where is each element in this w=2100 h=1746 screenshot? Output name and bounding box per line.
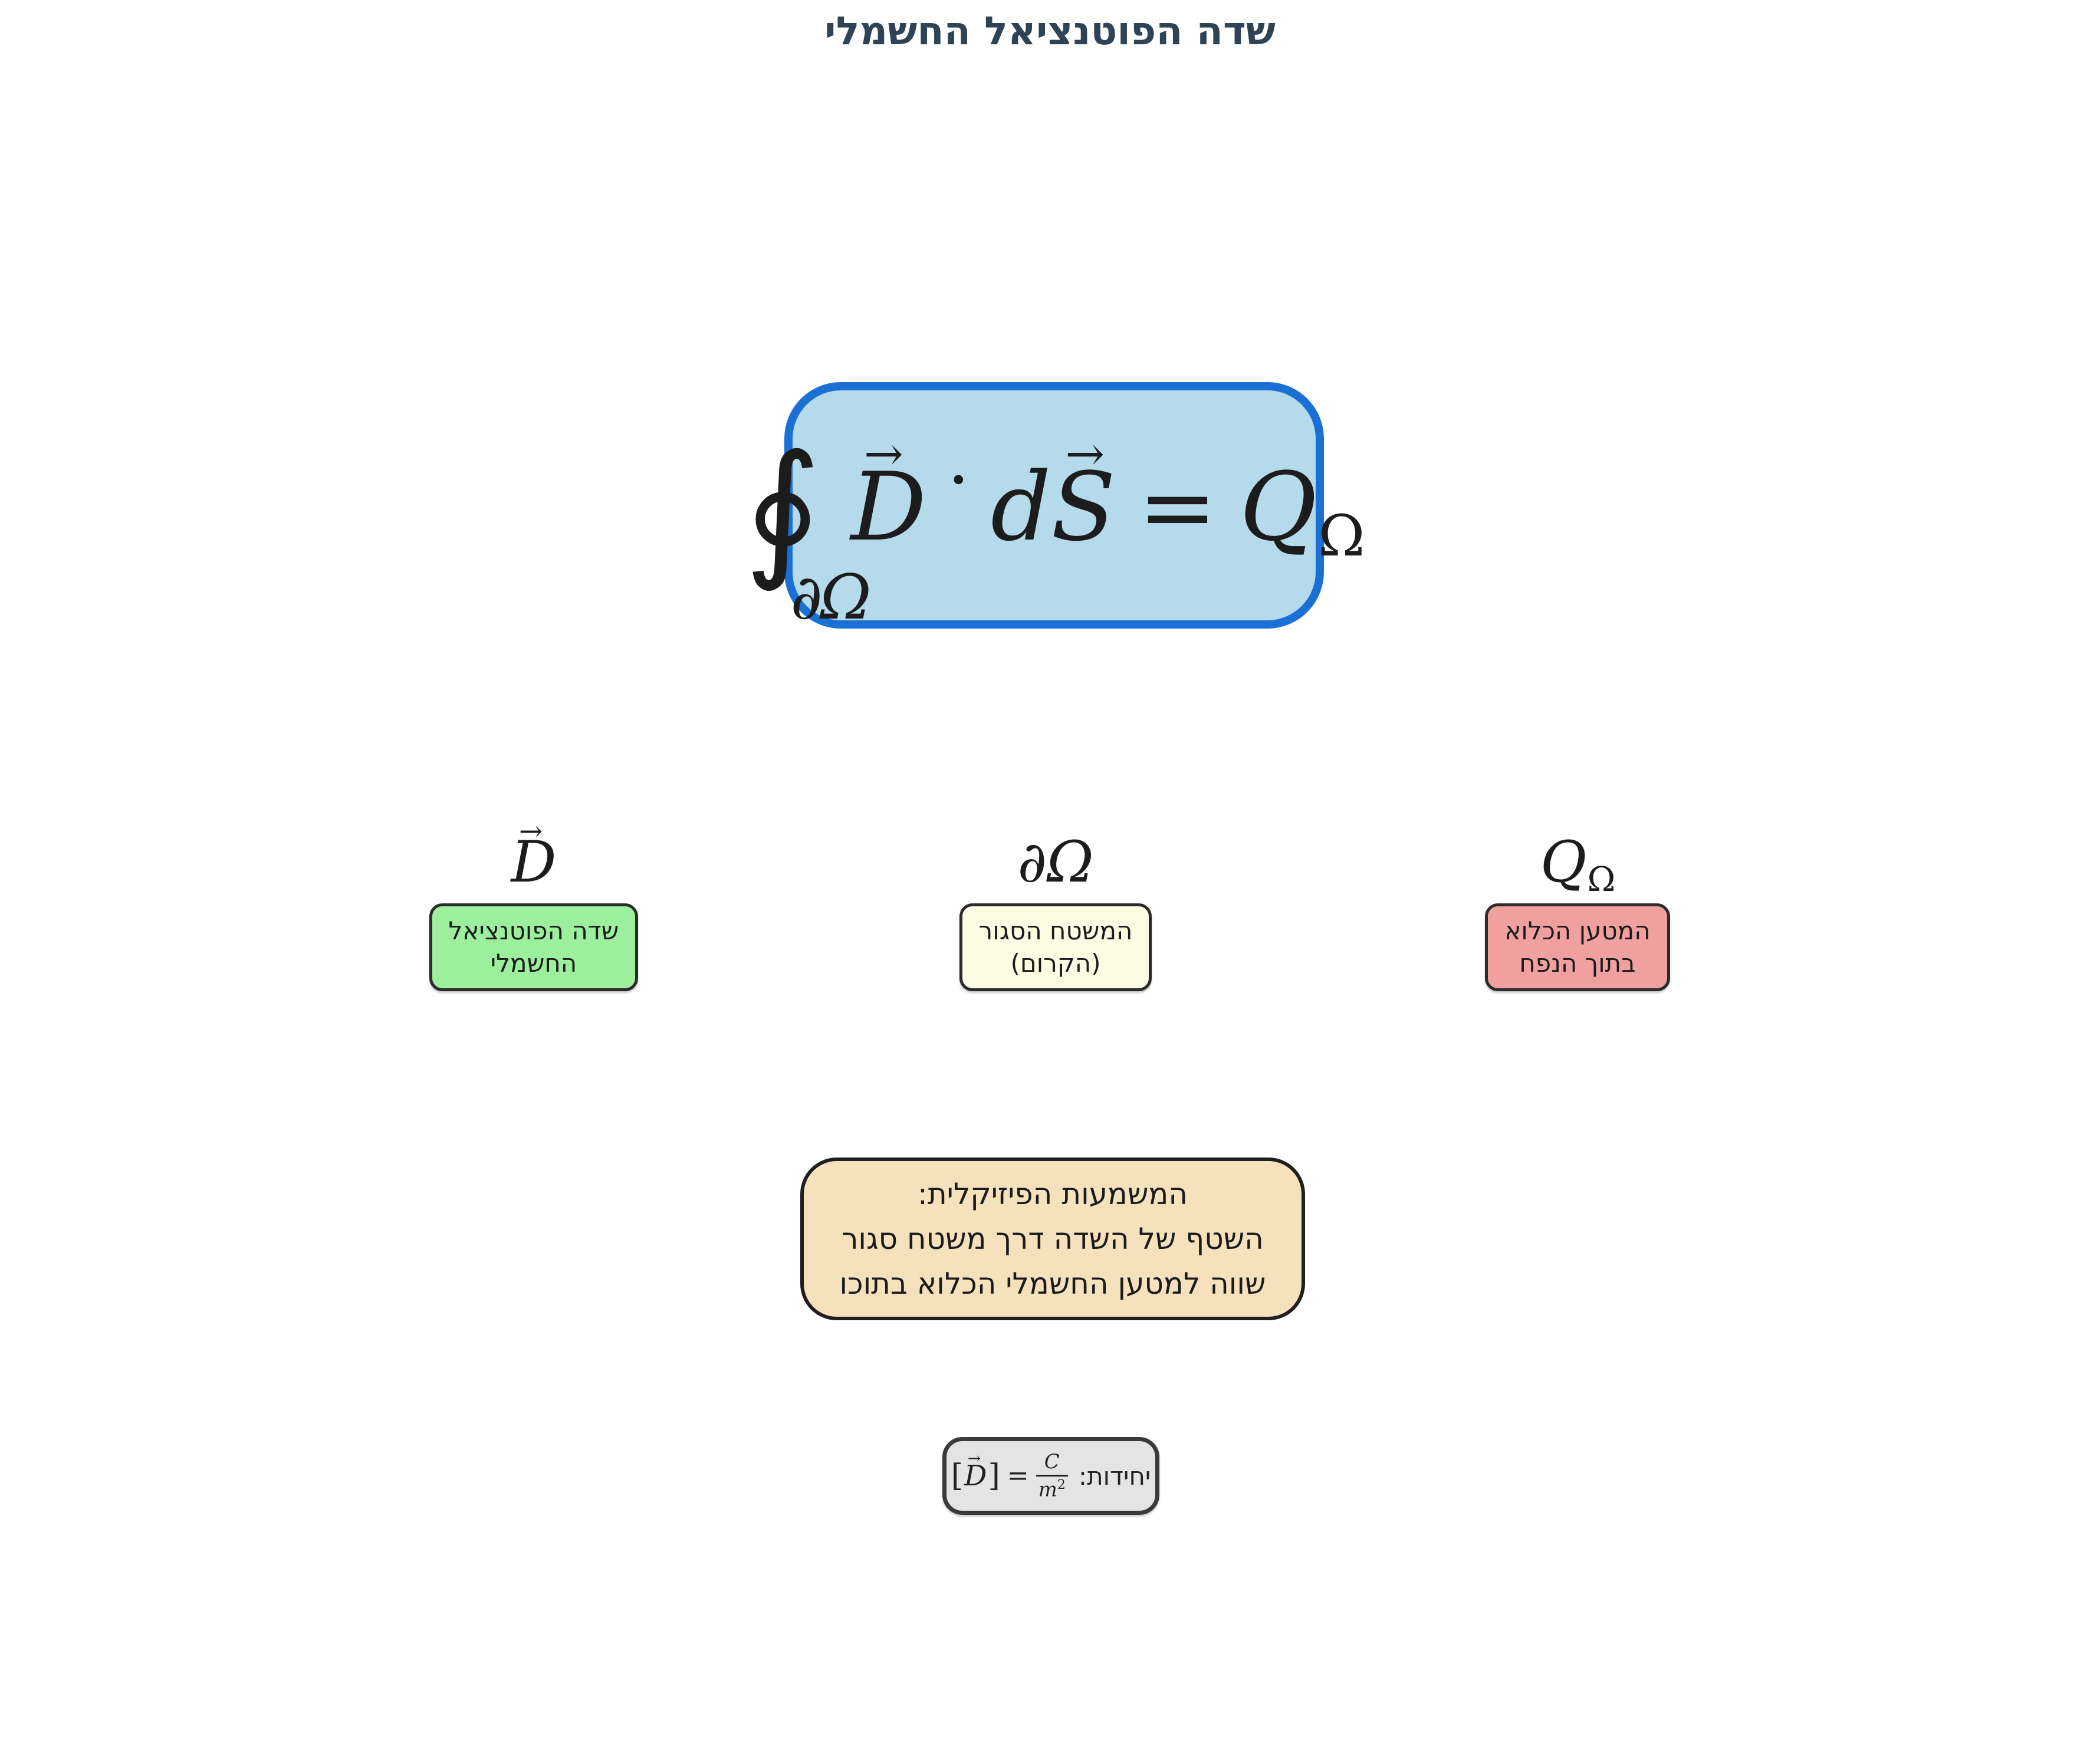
charge-symbol-group: QΩ: [1540, 834, 1616, 896]
page-title: שדה הפוטנציאל החשמלי: [824, 8, 1276, 54]
term-charge-symbol: QΩ: [1389, 807, 1766, 896]
denominator-base: m: [1038, 1478, 1057, 1502]
term-charge-label-line2: בתוך הנפח: [1519, 949, 1636, 978]
term-field-symbol: → D: [345, 807, 722, 890]
field-letter: D: [511, 829, 557, 895]
charge-letter-subscript: Ω: [1587, 860, 1616, 900]
enclosed-charge-term: QΩ: [1240, 460, 1365, 564]
contour-integral-symbol: ∮: [744, 423, 821, 594]
physical-meaning-box: המשמעות הפיזיקלית: השטף של השדה דרך משטח…: [800, 1158, 1305, 1320]
closed-surface-integral: ∮ ∂Ω: [744, 415, 871, 629]
units-field-letter: D: [964, 1459, 987, 1492]
meaning-line1: המשמעות הפיזיקלית:: [917, 1177, 1188, 1211]
equals-sign: =: [1138, 452, 1217, 562]
vector-arrow-icon: →: [1065, 426, 1105, 482]
integral-boundary-subscript: ∂Ω: [790, 561, 871, 633]
term-charge-label-line1: המטען הכלוא: [1504, 916, 1651, 945]
close-bracket: ]: [988, 1458, 1000, 1494]
units-denominator: m2: [1036, 1479, 1068, 1500]
gauss-law-box: ∮ ∂Ω → D ⋅ d→S = QΩ: [744, 382, 1365, 629]
surface-element: d→S: [991, 430, 1116, 554]
term-field-label-line2: החשמלי: [490, 949, 577, 978]
gauss-law-formula: ∮ ∂Ω → D ⋅ d→S = QΩ: [744, 415, 1365, 629]
term-charge: QΩ המטען הכלוא בתוך הנפח: [1389, 807, 1766, 991]
fraction-bar: [1036, 1475, 1068, 1477]
differential-symbol: d: [990, 452, 1051, 562]
term-boundary-symbol: ∂Ω: [867, 807, 1244, 890]
meaning-line2: השטף של השדה דרך משטח סגור: [842, 1222, 1264, 1256]
term-boundary-label-line1: המשטח הסגור: [978, 916, 1133, 945]
dot-product-symbol: ⋅: [946, 439, 971, 521]
denominator-exponent: 2: [1057, 1478, 1066, 1493]
boundary-symbol: ∂Ω: [1017, 829, 1094, 895]
term-field-label-box: שדה הפוטנציאל החשמלי: [429, 903, 639, 991]
units-numerator: C: [1044, 1450, 1060, 1474]
units-field-vector: → D: [964, 1451, 987, 1492]
units-equals: =: [1007, 1461, 1029, 1491]
term-boundary-label-line2: (הקרום): [1010, 949, 1101, 978]
surface-vector: →S: [1051, 430, 1116, 554]
charge-symbol: Q: [1239, 452, 1317, 562]
vector-arrow-icon: →: [518, 815, 543, 849]
field-symbol: D: [850, 452, 926, 562]
units-label: יחידות:: [1078, 1461, 1151, 1491]
vector-arrow-icon: →: [863, 426, 903, 482]
units-box: יחידות: [ → D ] = C m2: [942, 1437, 1159, 1515]
term-field: → D שדה הפוטנציאל החשמלי: [345, 807, 722, 991]
meaning-line3: שווה למטען החשמלי הכלוא בתוכו: [839, 1267, 1266, 1301]
term-boundary-label-box: המשטח הסגור (הקרום): [959, 903, 1152, 991]
units-fraction: C m2: [1036, 1452, 1068, 1500]
charge-letter: Q: [1540, 829, 1587, 895]
term-field-label-line1: שדה הפוטנציאל: [448, 916, 619, 945]
vector-arrow-icon: →: [967, 1449, 981, 1468]
term-charge-label-box: המטען הכלוא בתוך הנפח: [1485, 903, 1670, 991]
charge-subscript: Ω: [1318, 502, 1365, 569]
displacement-field-vector: → D: [851, 430, 926, 554]
field-vector: → D: [511, 817, 557, 890]
term-boundary: ∂Ω המשטח הסגור (הקרום): [867, 807, 1244, 991]
units-formula: [ → D ] = C m2: [951, 1451, 1068, 1500]
open-bracket: [: [951, 1458, 964, 1494]
surface-symbol: S: [1051, 452, 1116, 562]
